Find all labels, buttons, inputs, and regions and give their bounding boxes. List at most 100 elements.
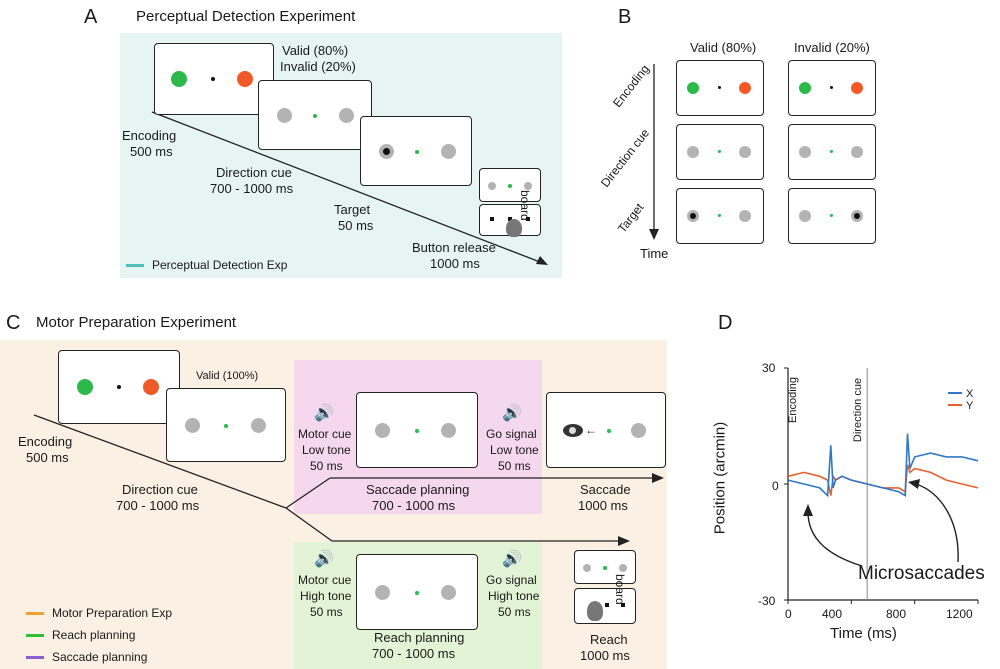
panel-d-ytick-neg30: -30 xyxy=(758,594,776,608)
panel-d-direction-cue-label: Direction cue xyxy=(852,377,865,443)
gray-disc xyxy=(339,108,354,123)
saccade-planning-duration: 700 - 1000 ms xyxy=(372,498,456,513)
panel-b-letter: B xyxy=(618,6,632,28)
annotation-arrow-left xyxy=(807,511,863,567)
green-fixation-dot xyxy=(415,150,419,154)
reach-planning-duration: 700 - 1000 ms xyxy=(372,646,456,661)
series-line-y xyxy=(787,464,979,496)
panel-b-invalid-direction-cue xyxy=(788,124,876,180)
panel-a-validity-1: Valid (80%) xyxy=(282,43,349,58)
panel-b-time-label: Time xyxy=(640,246,669,261)
hand-icon xyxy=(587,601,603,621)
panel-d-ytick-0: 0 xyxy=(772,479,779,493)
panel-c-board-bottom xyxy=(574,588,636,624)
panel-a-direction-cue-duration: 700 - 1000 ms xyxy=(210,181,294,196)
saccade-screen: ← xyxy=(546,392,666,468)
panel-c-direction-cue-duration: 700 - 1000 ms xyxy=(116,498,200,513)
saccade-planning-label: Saccade planning xyxy=(366,482,470,497)
saccade-motor-cue-line1: Motor cue xyxy=(298,427,352,441)
panel-b-invalid-target xyxy=(788,188,876,244)
panel-a-validity-2: Invalid (20%) xyxy=(280,59,356,74)
panel-c-encoding-label: Encoding xyxy=(18,434,73,449)
panel-a-button-release-label: Button release xyxy=(412,240,496,255)
green-disc xyxy=(171,71,187,87)
reach-motor-cue-line1: Motor cue xyxy=(298,573,352,587)
panel-c-legend-reach: Reach planning xyxy=(26,628,135,642)
speaker-icon: 🔊 xyxy=(314,405,334,422)
panel-a-direction-cue-label: Direction cue xyxy=(216,165,292,180)
orange-disc xyxy=(237,71,253,87)
panel-b-valid-header: Valid (80%) xyxy=(690,40,757,55)
reach-label: Reach xyxy=(590,632,628,647)
panel-d-legend-x: X xyxy=(966,388,974,400)
panel-c-encoding-screen xyxy=(58,350,180,424)
reach-go-signal-line3: 50 ms xyxy=(498,605,531,619)
panel-c-letter: C xyxy=(6,312,21,334)
panel-a-direction-cue-screen xyxy=(258,80,372,150)
panel-d-letter: D xyxy=(718,312,733,334)
saccade-duration: 1000 ms xyxy=(578,498,628,513)
panel-c-legend-saccade: Saccade planning xyxy=(26,650,147,664)
panel-d-ytick-30: 30 xyxy=(762,361,776,375)
reach-motor-cue-line2: High tone xyxy=(300,589,352,603)
panel-b-invalid-header: Invalid (20%) xyxy=(794,40,870,55)
speaker-icon: 🔊 xyxy=(502,551,522,568)
panel-b-valid-direction-cue xyxy=(676,124,764,180)
panel-a-board-bottom xyxy=(479,204,541,237)
panel-c-encoding-duration: 500 ms xyxy=(26,450,69,465)
speaker-icon: 🔊 xyxy=(314,551,334,568)
panel-c-validity: Valid (100%) xyxy=(196,370,259,382)
saccade-go-signal-line3: 50 ms xyxy=(498,459,531,473)
panel-b-valid-target xyxy=(676,188,764,244)
panel-d-legend-y: Y xyxy=(966,400,974,412)
reach-motor-cue-line3: 50 ms xyxy=(310,605,343,619)
series-line-x xyxy=(787,433,979,498)
reach-go-signal-line1: Go signal xyxy=(486,573,537,587)
panel-a-letter: A xyxy=(84,6,98,28)
panel-a-button-release-duration: 1000 ms xyxy=(430,256,480,271)
panel-a-encoding-duration: 500 ms xyxy=(130,144,173,159)
legend-swatch xyxy=(126,263,144,267)
panel-c-direction-cue-label: Direction cue xyxy=(122,482,198,497)
panel-a-title: Perceptual Detection Experiment xyxy=(136,8,356,25)
speaker-icon: 🔊 xyxy=(502,405,522,422)
panel-a-legend-label: Perceptual Detection Exp xyxy=(152,258,288,272)
saccade-motor-cue-line3: 50 ms xyxy=(310,459,343,473)
annotation-arrow-right xyxy=(915,483,959,563)
panel-d-xtick-1200: 1200 xyxy=(946,607,973,621)
panel-d-xtick-0: 0 xyxy=(785,607,792,621)
panel-a-legend: Perceptual Detection Exp xyxy=(126,258,287,272)
panel-d-ylabel: Position (arcmin) xyxy=(711,421,729,535)
panel-d-xlabel: Time (ms) xyxy=(830,625,897,642)
hand-icon xyxy=(506,219,522,237)
panel-c-board-top xyxy=(574,550,636,584)
eye-icon xyxy=(563,424,583,437)
panel-a-board-top xyxy=(479,168,541,202)
gray-disc xyxy=(441,144,456,159)
reach-planning-screen xyxy=(356,554,478,630)
panel-a-encoding-label: Encoding xyxy=(122,128,177,143)
reach-go-signal-line2: High tone xyxy=(488,589,540,603)
reach-duration: 1000 ms xyxy=(580,648,630,663)
fixation-dot xyxy=(211,77,215,81)
annotation-arrowhead-right xyxy=(908,479,920,489)
panel-c-title: Motor Preparation Experiment xyxy=(36,314,237,331)
panel-d-annotation: Microsaccades xyxy=(858,563,985,584)
panel-a-target-duration: 50 ms xyxy=(338,218,374,233)
saccade-motor-cue-line2: Low tone xyxy=(302,443,351,457)
saccade-planning-screen xyxy=(356,392,478,468)
panel-b-valid-encoding xyxy=(676,60,764,116)
panel-a-encoding-screen xyxy=(154,43,274,115)
panel-a-target-screen xyxy=(360,116,472,186)
panel-c-direction-cue-screen xyxy=(166,388,286,462)
saccade-go-signal-line2: Low tone xyxy=(490,443,539,457)
panel-a-target-label: Target xyxy=(334,202,371,217)
panel-d-xtick-400: 400 xyxy=(822,607,843,621)
gray-disc xyxy=(277,108,292,123)
arrow-left-icon: ← xyxy=(585,423,597,437)
saccade-label: Saccade xyxy=(580,482,631,497)
